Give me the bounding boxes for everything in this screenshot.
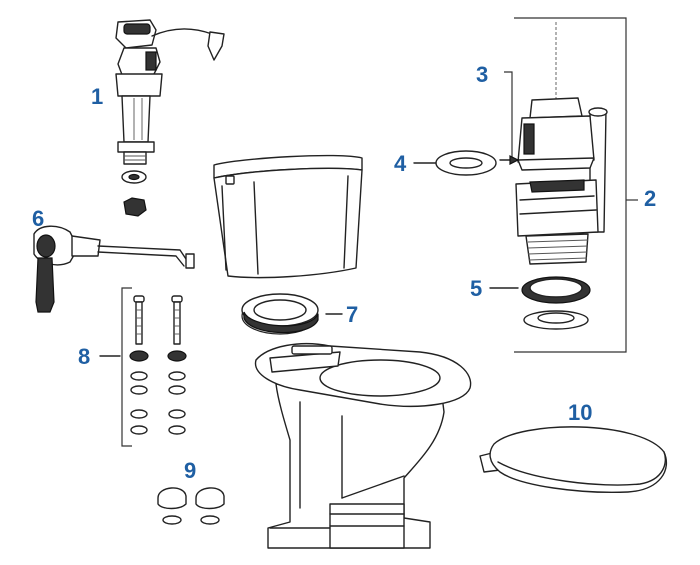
callout-9: 9 (184, 458, 196, 483)
callout-3: 3 (476, 62, 488, 87)
callout-6: 6 (32, 206, 44, 231)
tank-bolts (121, 287, 187, 447)
toilet-tank (213, 154, 363, 279)
spud-washer (521, 276, 591, 330)
callout-1: 1 (91, 84, 103, 109)
toilet-bowl (254, 343, 472, 549)
callout-7: 7 (346, 302, 358, 327)
toilet-seat (479, 426, 668, 493)
callout-8: 8 (78, 344, 90, 369)
wax-ring (241, 293, 319, 335)
bolt-caps (157, 487, 225, 525)
callout-4: 4 (394, 151, 407, 176)
trip-lever (33, 225, 195, 313)
callout-5: 5 (470, 276, 482, 301)
callout-2: 2 (644, 186, 656, 211)
flapper-assembly (504, 22, 595, 171)
gasket-ring (435, 150, 520, 176)
callout-10: 10 (568, 400, 592, 425)
fill-valve (115, 19, 225, 217)
flush-valve-assembly (514, 17, 638, 353)
